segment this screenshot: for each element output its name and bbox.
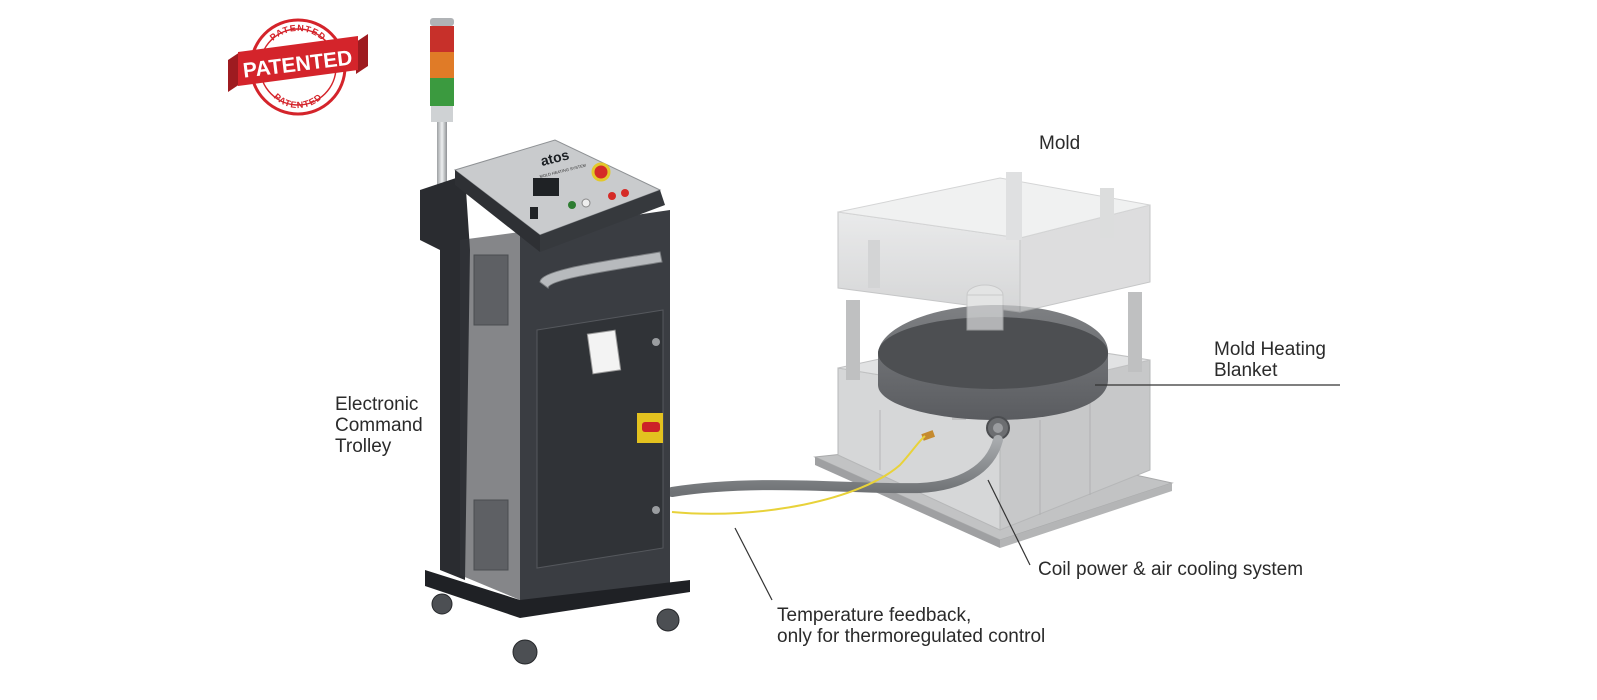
leader-temperature xyxy=(734,527,773,601)
emergency-stop-button xyxy=(591,162,611,182)
label-trolley-line3: Trolley xyxy=(335,436,392,457)
label-trolley: Electronic Command Trolley xyxy=(335,394,423,457)
trolley-wheels xyxy=(431,593,680,665)
label-coil-power: Coil power & air cooling system xyxy=(1038,559,1304,580)
power-cable xyxy=(667,435,1003,497)
patented-badge: PATENTED PATENTED PATENTED xyxy=(228,18,368,116)
label-temperature-feedback: Temperature feedback, only for thermoreg… xyxy=(777,605,1045,647)
trolley-handle xyxy=(539,251,663,289)
thermocouple-wire xyxy=(671,435,926,515)
electronic-command-trolley: atos MOLD HEATING SYSTEM xyxy=(420,18,690,665)
label-heating-blanket-line1: Mold Heating xyxy=(1214,339,1326,360)
label-heating-blanket: Mold Heating Blanket xyxy=(1214,339,1326,381)
leader-lines xyxy=(734,384,1340,601)
label-temperature-line2: only for thermoregulated control xyxy=(777,626,1046,647)
label-heating-blanket-line2: Blanket xyxy=(1214,360,1278,381)
brand-logo: atos xyxy=(539,146,571,169)
mold xyxy=(813,172,1174,548)
heating-blanket xyxy=(878,305,1108,420)
label-trolley-line1: Electronic xyxy=(335,394,419,415)
signal-tower xyxy=(430,18,454,195)
label-mold: Mold xyxy=(1039,133,1081,154)
leader-coil xyxy=(987,479,1031,566)
cables xyxy=(667,435,1003,515)
label-trolley-line2: Command xyxy=(335,415,423,436)
label-temperature-line1: Temperature feedback, xyxy=(777,605,972,626)
